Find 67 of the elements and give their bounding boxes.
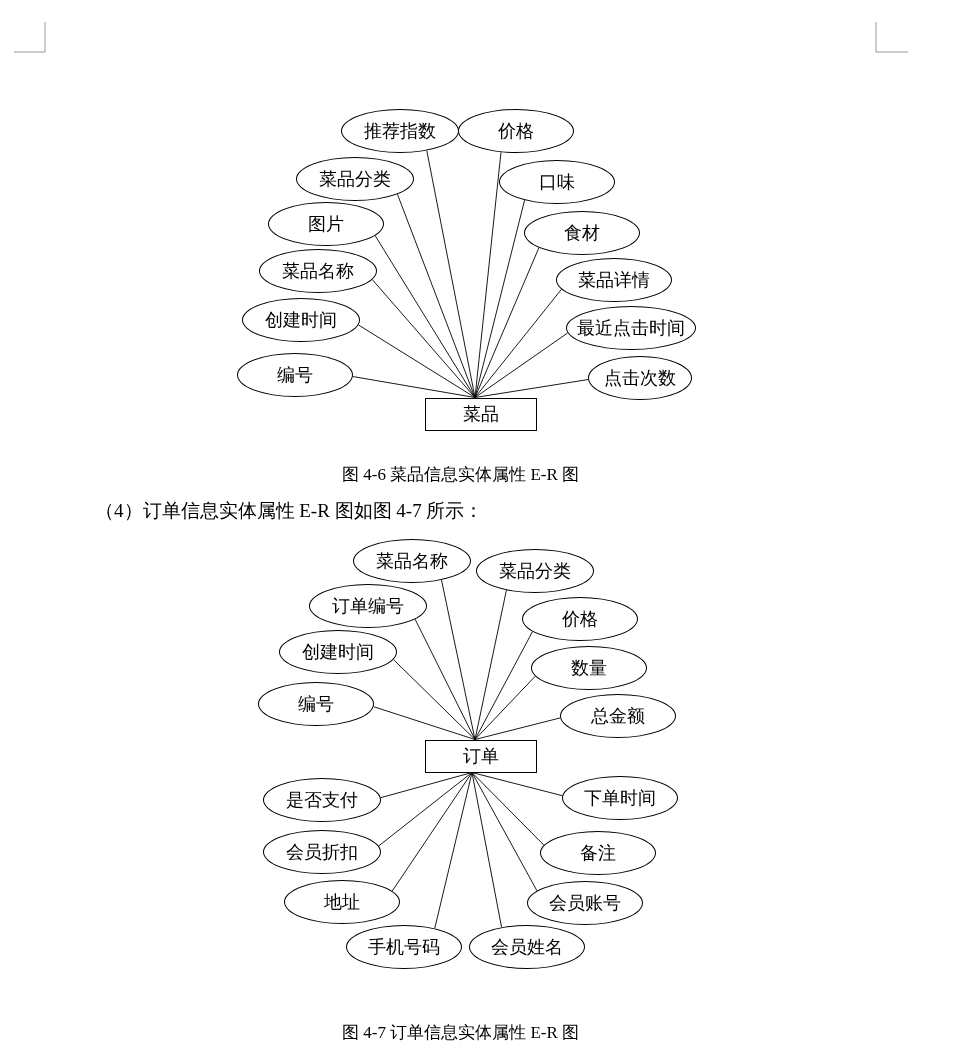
attribute-name: 最近点击时间 <box>577 319 685 337</box>
connector-line <box>393 659 476 740</box>
attribute-ellipse <box>259 249 377 293</box>
attribute-name: 数量 <box>571 659 607 677</box>
entity-name: 订单 <box>463 747 499 765</box>
attribute-ellipse <box>556 258 672 302</box>
attribute-name: 会员折扣 <box>286 843 358 861</box>
connector-line <box>474 675 536 740</box>
attribute-ellipse <box>279 630 397 674</box>
connector-line <box>358 324 476 398</box>
attribute-name: 总金额 <box>591 707 645 725</box>
connector-line <box>373 706 476 740</box>
paragraph-text: （4）订单信息实体属性 E-R 图如图 4-7 所示： <box>95 499 484 523</box>
connector-line <box>474 288 562 398</box>
connector-line <box>378 772 473 847</box>
attribute-name: 食材 <box>564 224 600 242</box>
attribute-name: 菜品分类 <box>319 170 391 188</box>
attribute-name: 推荐指数 <box>364 122 436 140</box>
attribute-name: 编号 <box>277 366 313 384</box>
connector-line <box>474 631 533 740</box>
attribute-name: 手机号码 <box>368 938 440 956</box>
attribute-name: 创建时间 <box>302 643 374 661</box>
attribute-name: 下单时间 <box>584 789 656 807</box>
connector-line <box>471 772 538 892</box>
figure-caption: 图 4-6 菜品信息实体属性 E-R 图 <box>342 464 580 486</box>
connector-line <box>471 772 502 928</box>
attribute-name: 编号 <box>298 695 334 713</box>
connector-line <box>474 247 540 398</box>
attribute-ellipse <box>524 211 640 255</box>
connector-line <box>397 193 476 398</box>
connector-line <box>374 235 476 398</box>
connector-line <box>471 772 545 846</box>
attribute-name: 备注 <box>580 844 616 862</box>
connector-line <box>414 618 476 740</box>
entity-box <box>425 739 537 773</box>
attribute-name: 订单编号 <box>332 597 404 615</box>
connector-line <box>371 279 476 398</box>
attribute-name: 点击次数 <box>604 369 676 387</box>
connector-line <box>352 376 476 398</box>
attribute-name: 菜品名称 <box>376 552 448 570</box>
entity-box <box>425 397 537 431</box>
attribute-ellipse <box>284 880 400 924</box>
attribute-name: 菜品名称 <box>282 262 354 280</box>
attribute-name: 是否支付 <box>286 791 358 809</box>
figure-caption: 图 4-7 订单信息实体属性 E-R 图 <box>342 1022 580 1044</box>
connector-line <box>474 589 507 740</box>
connector-line <box>391 772 473 892</box>
attribute-name: 地址 <box>324 893 360 911</box>
connector-line <box>441 579 476 740</box>
entity-name: 菜品 <box>463 405 499 423</box>
connector-line <box>474 379 589 398</box>
attribute-ellipse <box>499 160 615 204</box>
connector-line <box>434 772 473 929</box>
connector-line <box>474 332 569 398</box>
attribute-ellipse <box>531 646 647 690</box>
attribute-name: 会员账号 <box>549 894 621 912</box>
attribute-ellipse <box>540 831 656 875</box>
attribute-name: 口味 <box>539 173 575 191</box>
attribute-name: 图片 <box>308 215 344 233</box>
attribute-name: 创建时间 <box>265 311 337 329</box>
attribute-name: 价格 <box>498 122 534 140</box>
connector-line <box>474 199 526 398</box>
attribute-name: 价格 <box>562 610 598 628</box>
attribute-name: 菜品详情 <box>578 271 650 289</box>
connector-line <box>474 717 561 740</box>
attribute-name: 会员姓名 <box>491 938 563 956</box>
attribute-name: 菜品分类 <box>499 562 571 580</box>
